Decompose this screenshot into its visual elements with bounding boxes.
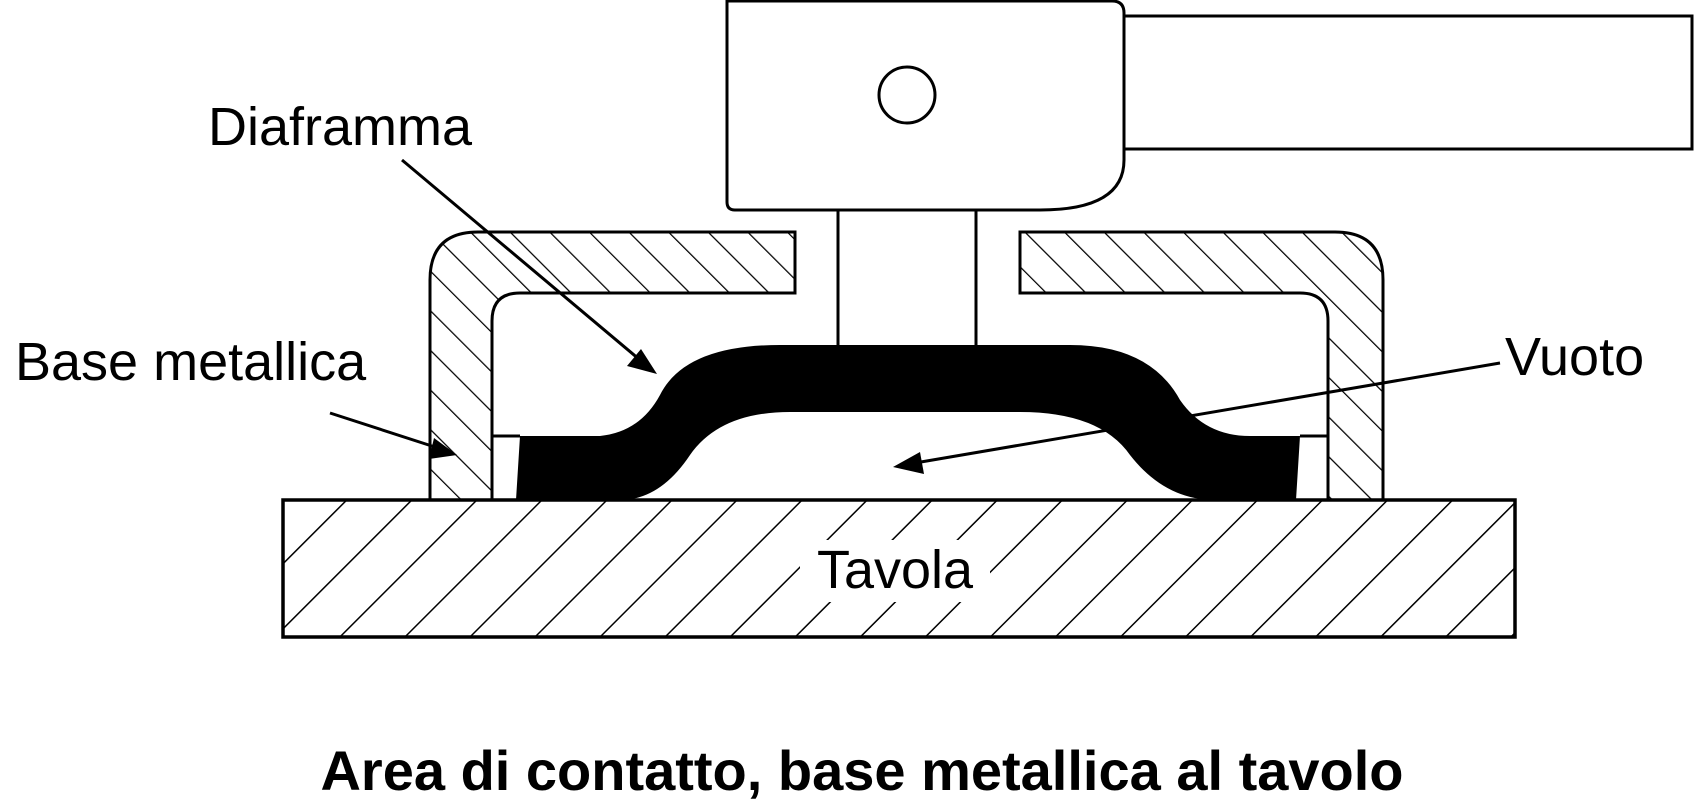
metal-base-leader — [329, 411, 457, 459]
diagram-caption: Area di contatto, base metallica al tavo… — [320, 739, 1403, 802]
vacuum-leader — [893, 361, 1501, 474]
metal-base — [428, 230, 1385, 502]
lever-handle — [725, 0, 1694, 345]
table-label-bg — [800, 540, 990, 602]
diaphragm-leader — [401, 158, 657, 374]
lever-head — [725, 0, 1126, 212]
label-diaphragm: Diaframma — [208, 97, 473, 157]
label-vacuum: Vuoto — [1505, 327, 1644, 387]
diaphragm — [516, 345, 1300, 500]
label-table: Tavola — [817, 540, 974, 600]
lever-arm — [1122, 14, 1694, 151]
pivot-pin — [877, 65, 937, 125]
label-metal-base: Base metallica — [15, 332, 367, 392]
